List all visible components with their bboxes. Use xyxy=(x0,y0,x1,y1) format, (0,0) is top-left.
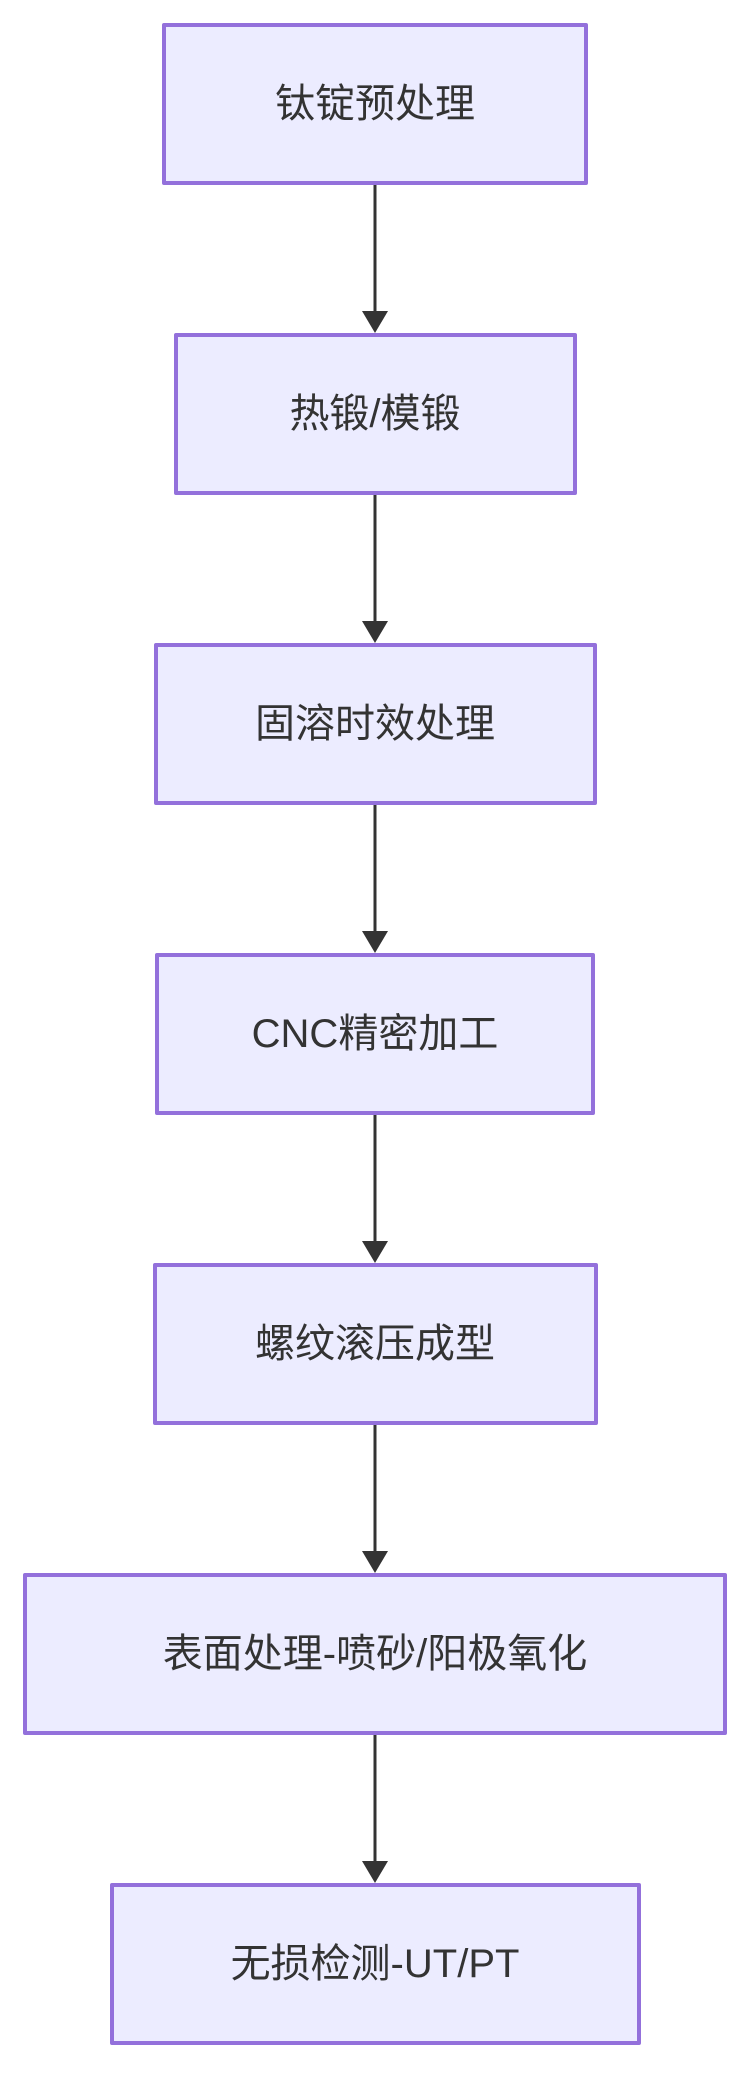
flow-arrow-2 xyxy=(355,495,395,643)
arrow-down-icon xyxy=(362,931,388,953)
flow-arrow-6 xyxy=(355,1735,395,1883)
arrow-down-icon xyxy=(362,311,388,333)
node-label: CNC精密加工 xyxy=(251,1012,499,1056)
arrow-down-icon xyxy=(362,621,388,643)
flowchart-node-thread-rolling: 螺纹滚压成型 xyxy=(152,1263,598,1425)
flow-arrow-5 xyxy=(355,1425,395,1573)
arrow-shaft xyxy=(373,1735,377,1862)
arrow-down-icon xyxy=(362,1551,388,1573)
arrow-down-icon xyxy=(362,1241,388,1263)
flowchart-node-surface-treatment: 表面处理-喷砂/阳极氧化 xyxy=(23,1573,727,1735)
node-label: 热锻/模锻 xyxy=(289,392,461,436)
node-label: 钛锭预处理 xyxy=(275,82,475,126)
flowchart-node-solution-aging-treatment: 固溶时效处理 xyxy=(153,643,597,805)
node-label: 螺纹滚压成型 xyxy=(255,1322,495,1366)
arrow-shaft xyxy=(373,495,377,622)
flowchart-node-cnc-precision-machining: CNC精密加工 xyxy=(155,953,595,1115)
flowchart-node-nondestructive-testing: 无损检测-UT/PT xyxy=(109,1883,641,2045)
arrow-shaft xyxy=(373,805,377,932)
node-label: 表面处理-喷砂/阳极氧化 xyxy=(162,1632,588,1676)
flowchart-node-hot-forging: 热锻/模锻 xyxy=(173,333,577,495)
arrow-shaft xyxy=(373,1115,377,1242)
flow-arrow-3 xyxy=(355,805,395,953)
flowchart-node-titanium-ingot-pretreatment: 钛锭预处理 xyxy=(162,23,588,185)
arrow-shaft xyxy=(373,185,377,312)
node-label: 固溶时效处理 xyxy=(255,702,495,746)
flow-arrow-1 xyxy=(355,185,395,333)
arrow-shaft xyxy=(373,1425,377,1552)
node-label: 无损检测-UT/PT xyxy=(230,1942,520,1986)
flow-arrow-4 xyxy=(355,1115,395,1263)
arrow-down-icon xyxy=(362,1861,388,1883)
